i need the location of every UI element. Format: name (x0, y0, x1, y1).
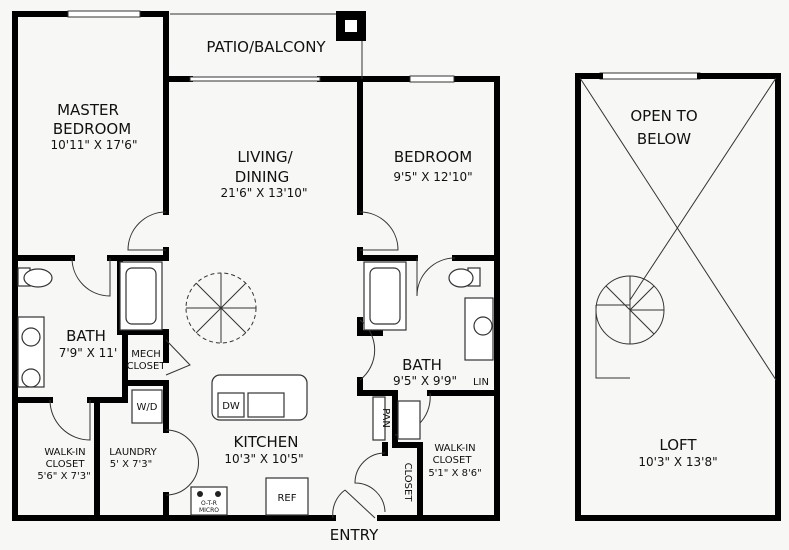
patio-outline (170, 11, 366, 79)
walkin-closet-2-label: WALK-IN (434, 443, 475, 454)
living-dims: 21'6" X 13'10" (221, 186, 308, 200)
living-label-2: DINING (235, 168, 289, 186)
bath2-dims: 9'5" X 9'9" (393, 374, 457, 388)
linen-label: LIN (473, 377, 489, 388)
master-bath-dims: 7'9" X 11' (59, 346, 118, 360)
loft-dims: 10'3" X 13'8" (638, 455, 717, 469)
loft-plan (575, 73, 781, 521)
microwave-label-2: MICRO (199, 507, 219, 514)
mech-closet-label: MECH (131, 349, 160, 360)
bedroom-dims: 9'5" X 12'10" (393, 170, 472, 184)
walkin-closet-2-label-2: CLOSET (433, 455, 473, 466)
mech-closet-label-2: CLOSET (127, 361, 167, 372)
bedroom-label: BEDROOM (394, 148, 472, 166)
open-to-below-label: OPEN TO (630, 107, 697, 125)
bath2-label: BATH (402, 356, 442, 374)
entry-label: ENTRY (330, 526, 379, 544)
patio-label: PATIO/BALCONY (206, 38, 326, 56)
master-bedroom-label: MASTER (57, 101, 119, 119)
open-to-below-label-2: BELOW (637, 130, 691, 148)
walkin-closet-1-label-2: CLOSET (46, 459, 86, 470)
walkin-closet-2-dims: 5'1" X 8'6" (428, 468, 481, 479)
kitchen-label: KITCHEN (234, 433, 299, 451)
walls (12, 11, 500, 521)
refrigerator-label: REF (277, 493, 296, 504)
spiral-stair (185, 272, 257, 344)
windows (67, 10, 701, 83)
dishwasher-label: DW (222, 401, 240, 412)
kitchen-dims: 10'3" X 10'5" (224, 452, 303, 466)
pantry-label: PAN (380, 408, 391, 428)
living-label: LIVING/ (237, 148, 293, 166)
loft-label: LOFT (659, 436, 697, 454)
wd-label: W/D (137, 402, 158, 413)
master-bedroom-dims: 10'11" X 17'6" (51, 138, 138, 152)
fixtures (17, 261, 494, 516)
walkin-closet-1-label: WALK-IN (44, 447, 85, 458)
walkin-closet-1-dims: 5'6" X 7'3" (37, 471, 90, 482)
closet-label: CLOSET (402, 463, 413, 503)
laundry-label: LAUNDRY (109, 447, 157, 458)
master-bedroom-label-2: BEDROOM (53, 120, 131, 138)
laundry-dims: 5' X 7'3" (110, 459, 152, 470)
microwave-label: O-T-R (201, 500, 217, 507)
master-bath-label: BATH (66, 327, 106, 345)
